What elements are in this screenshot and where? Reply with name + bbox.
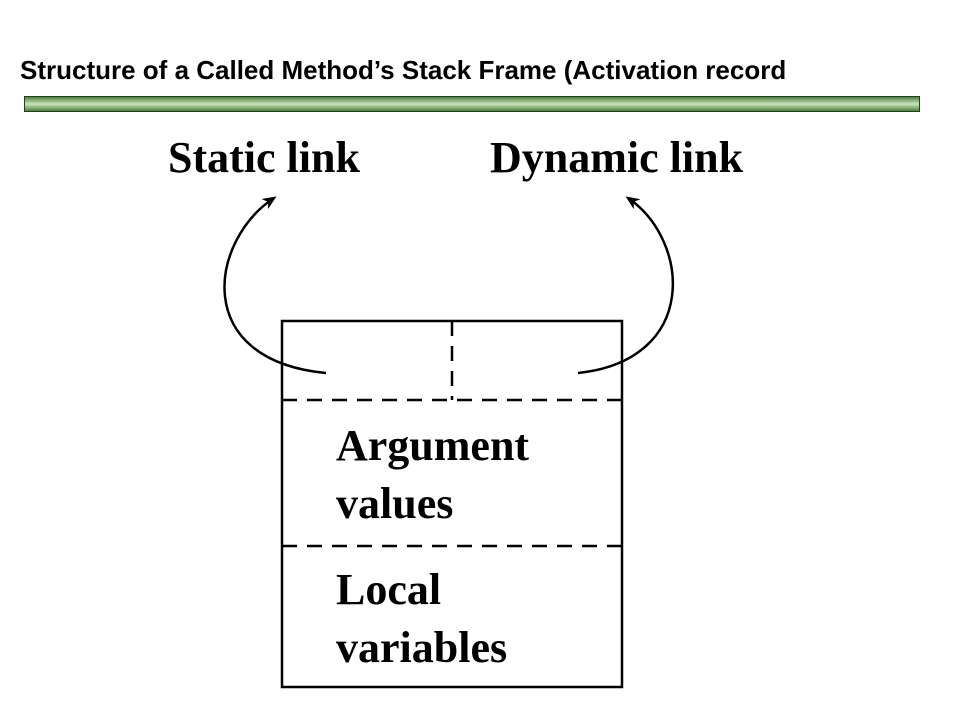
local-variables-label-line1: Local — [336, 565, 441, 614]
local-variables-label-line2: variables — [336, 623, 507, 672]
title-underline-bar — [24, 96, 920, 112]
slide-title: Structure of a Called Method’s Stack Fra… — [20, 55, 787, 85]
argument-values-label-line1: Argument — [336, 421, 529, 470]
dynamic-link-arrow — [577, 196, 675, 375]
static-link-arrow — [223, 196, 327, 375]
argument-values-label-line2: values — [336, 479, 453, 528]
static-link-label: Static link — [168, 133, 360, 182]
dynamic-link-label: Dynamic link — [490, 133, 744, 182]
